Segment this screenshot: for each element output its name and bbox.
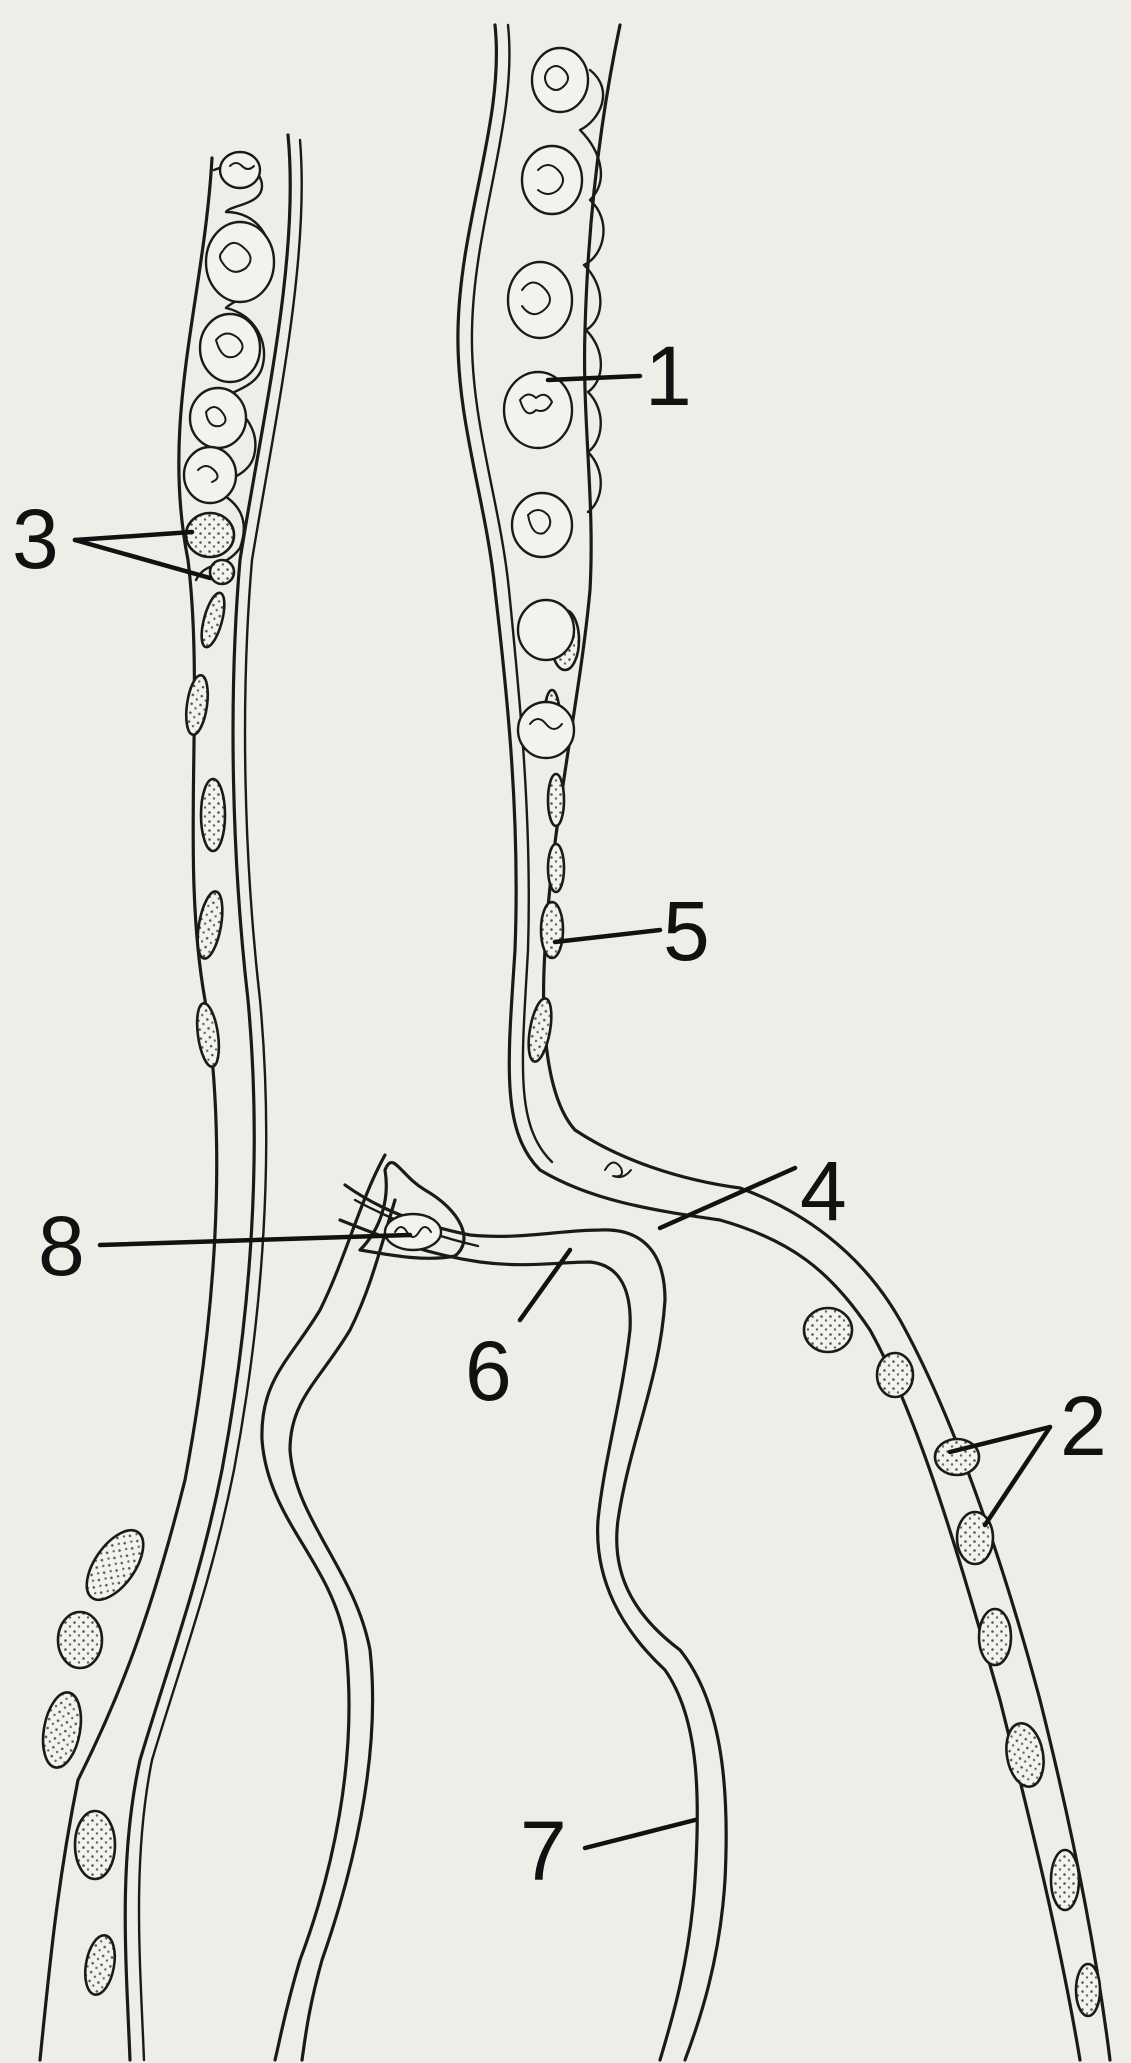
label-4: 4	[800, 1144, 847, 1238]
left-flat-nuclei	[38, 591, 229, 1997]
label-1: 1	[645, 329, 692, 423]
label-3: 3	[12, 492, 59, 586]
label-6: 6	[465, 1324, 512, 1418]
labels: 1 2 3 4 5 6 7 8	[12, 329, 1107, 1898]
leader-8	[100, 1235, 410, 1245]
label-7: 7	[520, 1804, 567, 1898]
leader-7	[585, 1820, 695, 1848]
leader-5	[555, 930, 660, 942]
label-2: 2	[1060, 1379, 1107, 1473]
label-5: 5	[663, 884, 710, 978]
left-granular-cells	[184, 152, 274, 584]
right-flat-nuclei	[525, 610, 1100, 2016]
lower-capillary	[262, 1155, 726, 2060]
small-mark	[605, 1162, 631, 1177]
leader-6	[520, 1250, 570, 1320]
leader-1	[548, 376, 640, 380]
label-8: 8	[38, 1199, 85, 1293]
leader-3a	[75, 532, 192, 540]
left-septum	[40, 135, 302, 2060]
